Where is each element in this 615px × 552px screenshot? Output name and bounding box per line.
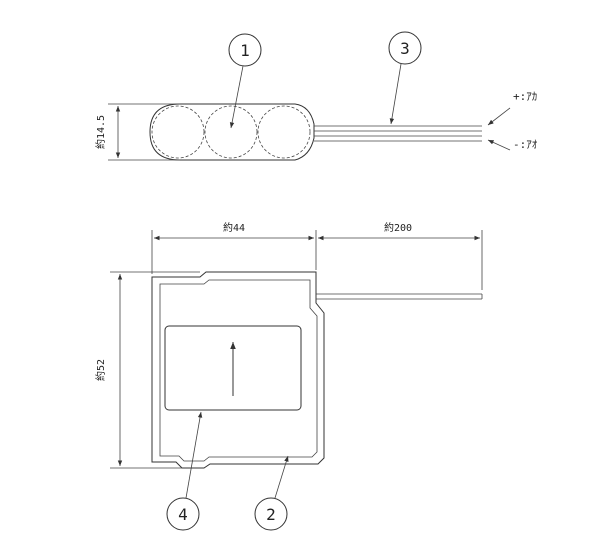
callout-3-number: 3 <box>400 39 410 58</box>
callout-1-circle <box>228 33 262 67</box>
front-view: 約44 約200 約52 4 2 <box>94 221 483 531</box>
cell-middle <box>204 105 258 159</box>
callout-4-circle <box>166 497 200 531</box>
cell-right <box>257 105 311 159</box>
callout-4-leader <box>185 411 203 499</box>
plus-lead-arrow <box>487 107 511 126</box>
pack-body-outline <box>149 103 315 161</box>
cell-left <box>151 105 205 159</box>
callout-3-leader <box>389 63 402 125</box>
callout-2-leader <box>274 455 289 499</box>
dim-width-label: 約44 <box>223 221 245 234</box>
callout-1-leader <box>229 65 244 129</box>
dim-height-top-label: 約14.5 <box>94 115 107 149</box>
callout-4-number: 4 <box>178 505 188 524</box>
plus-lead-label: +:ｱｶ <box>513 90 537 103</box>
callout-3-circle <box>388 31 422 65</box>
pack-front-inner-outline <box>159 279 318 462</box>
minus-lead-label: -:ｱｵ <box>513 138 538 151</box>
pack-front-outline <box>151 271 325 469</box>
callout-1-number: 1 <box>240 41 250 60</box>
dim-height-label: 約52 <box>94 359 107 381</box>
callout-2-circle <box>254 497 288 531</box>
top-view: 約14.5 1 3 +:ｱｶ -:ｱｵ <box>94 31 538 161</box>
label-area <box>164 325 302 411</box>
minus-lead-arrow <box>487 139 511 151</box>
dim-lead-length-label: 約200 <box>384 221 412 234</box>
callout-2-number: 2 <box>266 505 276 524</box>
